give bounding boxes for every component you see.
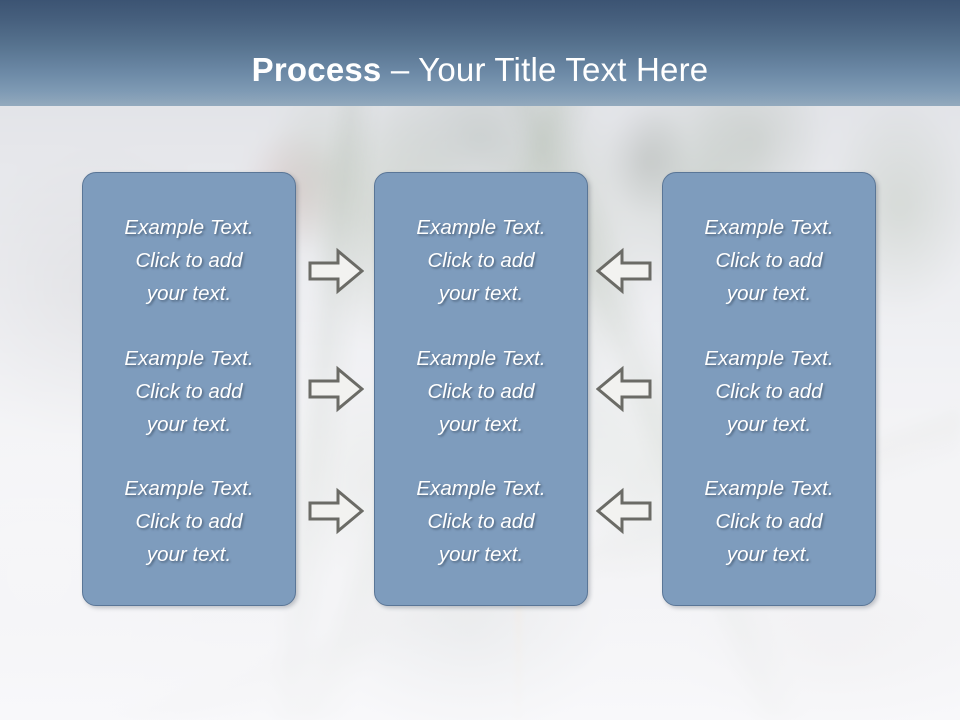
process-text-1-1[interactable]: Example Text. Click to add your text. xyxy=(124,216,254,305)
process-text-2-2[interactable]: Example Text. Click to add your text. xyxy=(416,346,546,436)
arrow-left-icon[interactable] xyxy=(596,246,652,296)
process-text-1-3[interactable]: Example Text. Click to add your text. xyxy=(124,477,254,566)
title-band: Process – Your Title Text Here xyxy=(0,0,960,106)
arrow-right-icon[interactable] xyxy=(308,364,364,414)
arrow-left-icon[interactable] xyxy=(596,364,652,414)
process-box-2[interactable]: Example Text. Click to add your text. Ex… xyxy=(374,172,588,606)
arrow-left-icon[interactable] xyxy=(596,486,652,536)
arrow-right-icon[interactable] xyxy=(308,486,364,536)
page-title: Process – Your Title Text Here xyxy=(0,50,960,90)
process-text-1-2[interactable]: Example Text. Click to add your text. xyxy=(124,346,254,436)
process-box-1[interactable]: Example Text. Click to add your text. Ex… xyxy=(82,172,296,606)
arrow-right-icon[interactable] xyxy=(308,246,364,296)
process-text-2-1[interactable]: Example Text. Click to add your text. xyxy=(416,216,546,305)
process-text-3-3[interactable]: Example Text. Click to add your text. xyxy=(704,477,834,566)
process-text-3-2[interactable]: Example Text. Click to add your text. xyxy=(704,346,834,436)
process-text-2-3[interactable]: Example Text. Click to add your text. xyxy=(416,477,546,566)
process-box-3[interactable]: Example Text. Click to add your text. Ex… xyxy=(662,172,876,606)
page-title-bold: Process xyxy=(251,51,382,88)
process-text-3-1[interactable]: Example Text. Click to add your text. xyxy=(704,216,834,305)
page-title-rest: – Your Title Text Here xyxy=(381,51,709,88)
